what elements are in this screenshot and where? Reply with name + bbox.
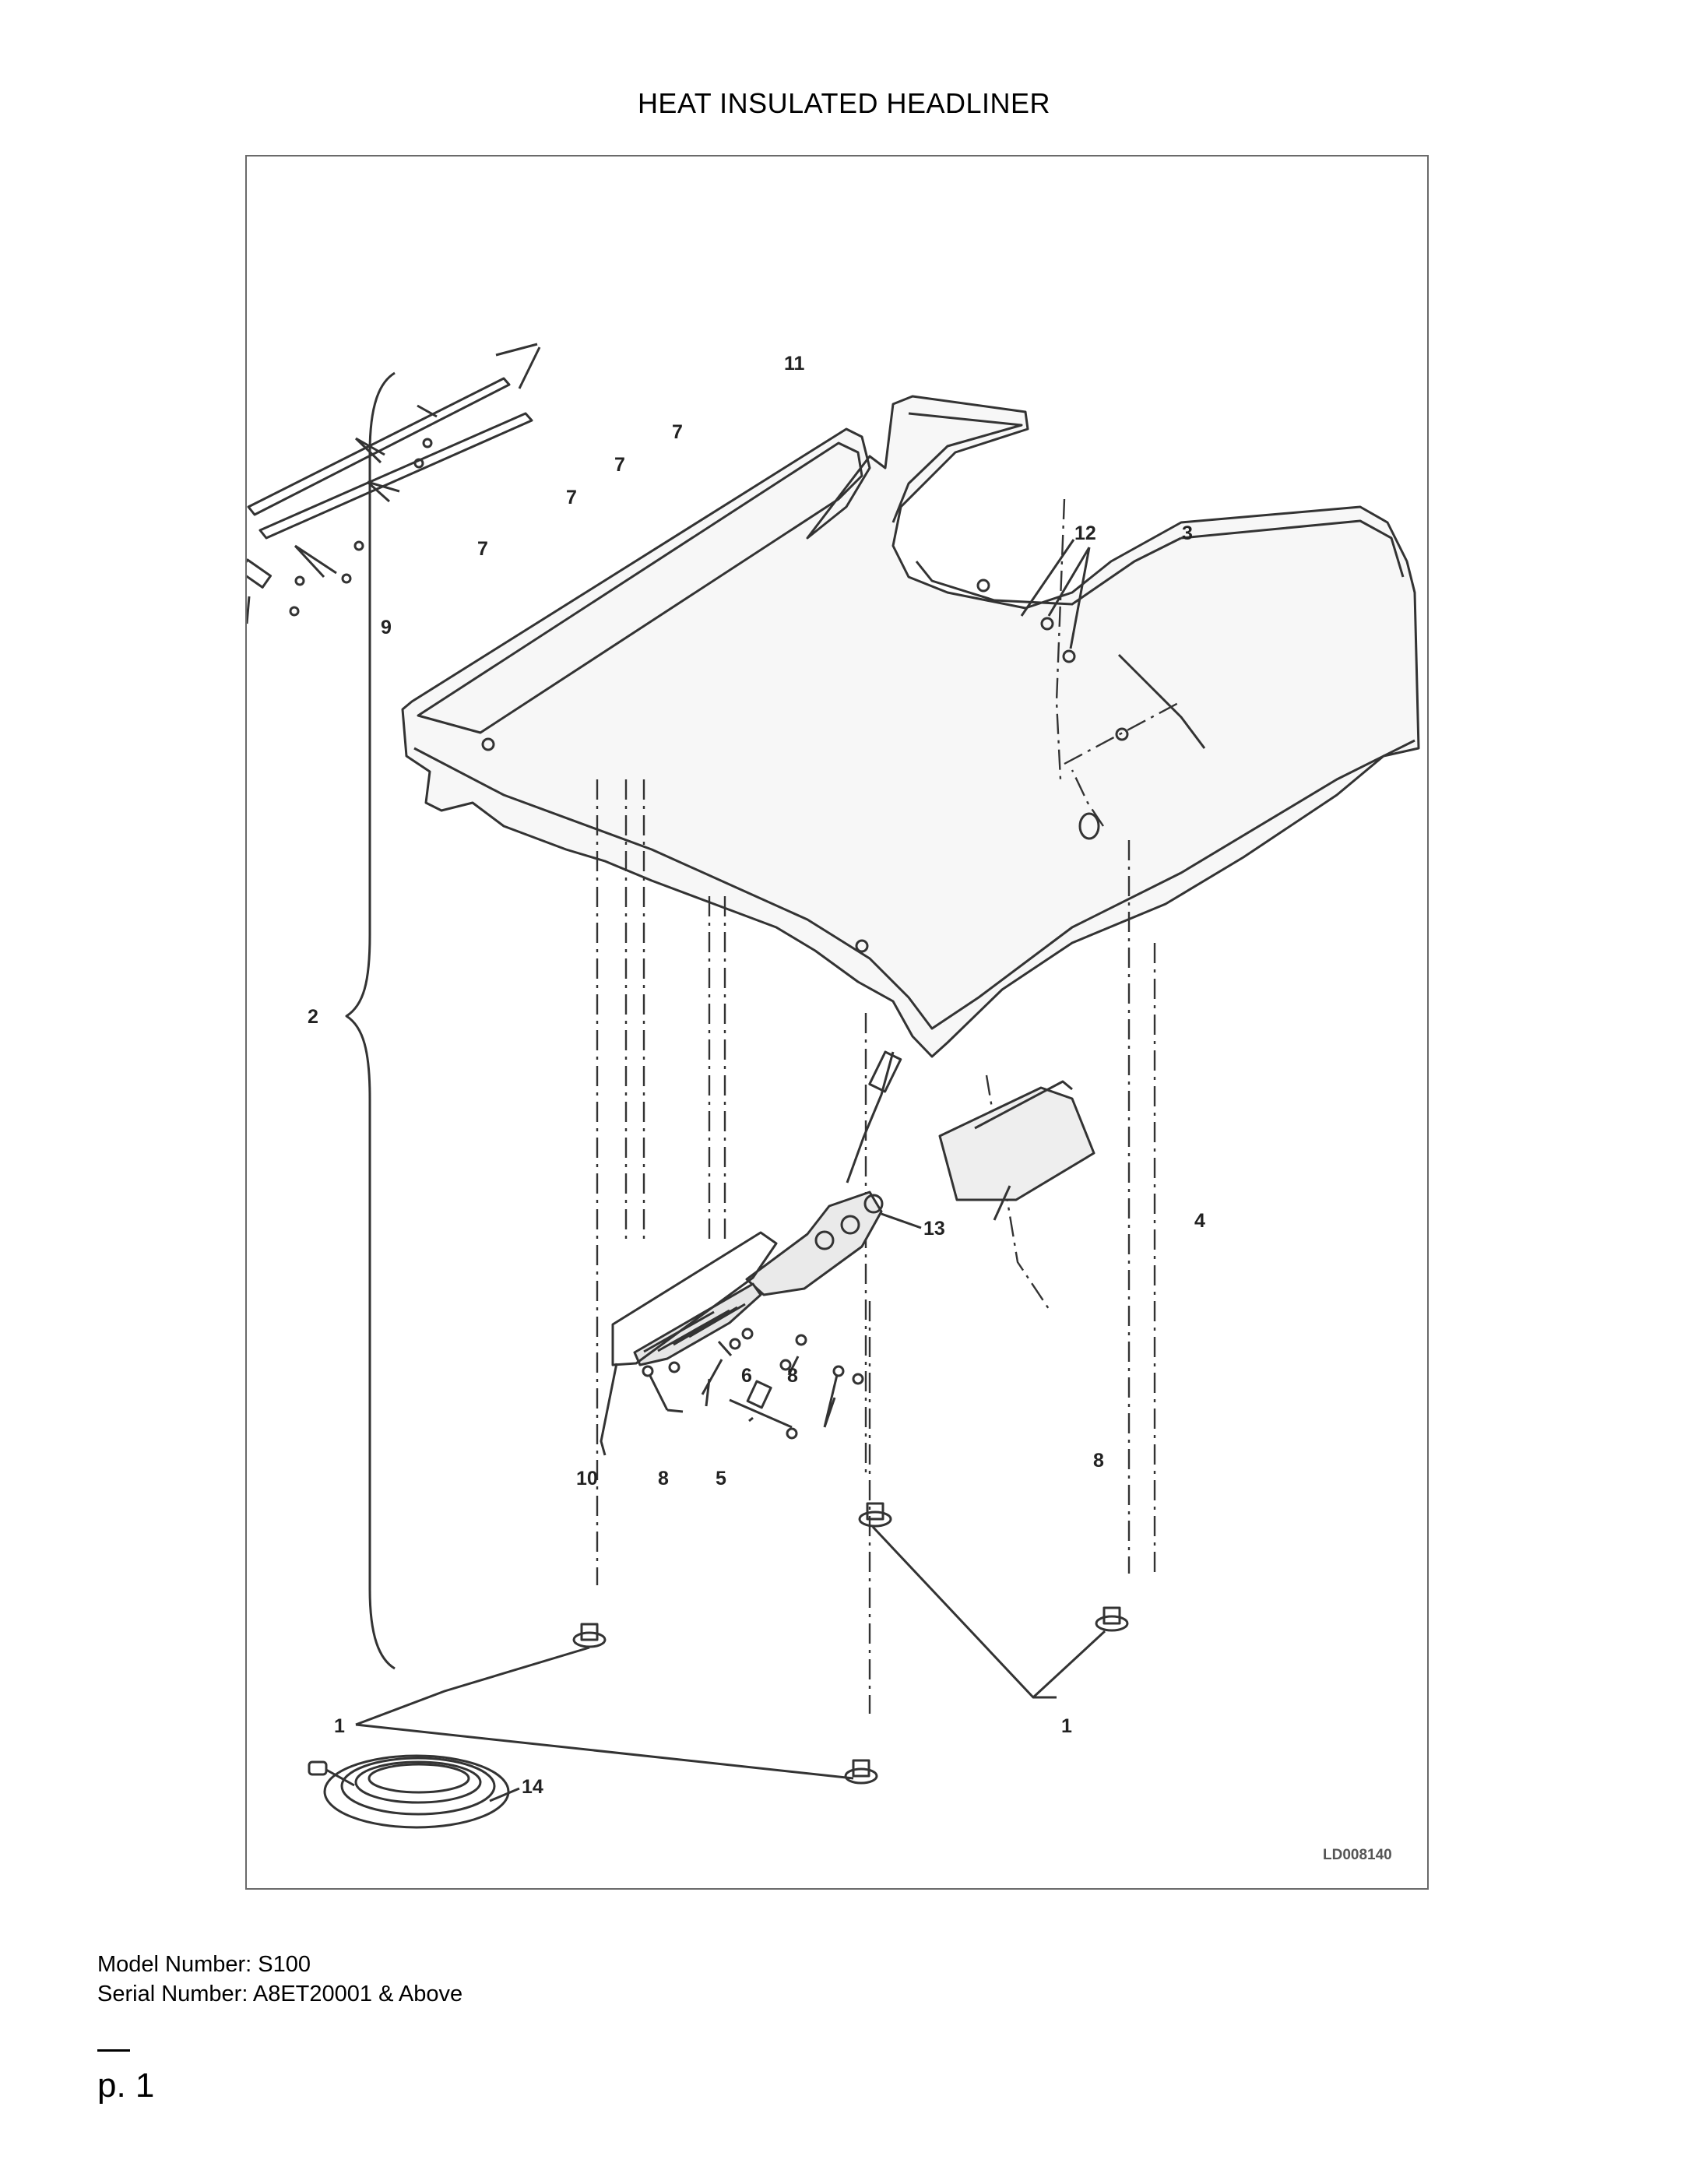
callout-5: 5: [716, 1468, 726, 1489]
callout-7b: 7: [614, 454, 625, 476]
panel-edge-right: [891, 412, 1023, 523]
vent-panel-6: [633, 1282, 762, 1366]
callout-6: 6: [741, 1365, 752, 1387]
headliner-panel: [401, 395, 1420, 1058]
callout-10: 10: [576, 1468, 598, 1489]
callout-8b: 8: [658, 1468, 669, 1489]
callout-4: 4: [1194, 1210, 1205, 1232]
callout-7d: 7: [477, 538, 488, 560]
parts-diagram-frame: 11 7 7 7 7 12 3 9 2 4 13 6 8 10 8 5 8 1 …: [245, 155, 1429, 1890]
callout-14: 14: [522, 1776, 543, 1798]
bezel-10: [611, 1231, 778, 1366]
callout-1b: 1: [1061, 1715, 1072, 1737]
page-number: p. 1: [97, 2066, 155, 2105]
callout-7a: 7: [672, 421, 683, 443]
serial-number: Serial Number: A8ET20001 & Above: [97, 1982, 463, 2006]
strip-11a: [247, 377, 511, 516]
callout-7c: 7: [566, 487, 577, 508]
dome-lamp-4: [938, 1086, 1095, 1201]
panel-edge-front: [413, 739, 1415, 1030]
callout-13: 13: [923, 1218, 945, 1240]
callout-9: 9: [381, 617, 392, 638]
headliner-exploded-diagram: 11 7 7 7 7 12 3 9 2 4 13 6 8 10 8 5 8 1 …: [247, 343, 1420, 1863]
switch-panel-13: [745, 1190, 883, 1296]
diagram-id: LD008140: [1323, 1847, 1392, 1863]
brace-2: [345, 371, 396, 1670]
model-number: Model Number: S100: [97, 1952, 311, 1977]
callout-2: 2: [308, 1006, 318, 1028]
coiled-seal-14: [308, 1754, 520, 1829]
page-title: HEAT INSULATED HEADLINER: [637, 87, 1051, 119]
callout-8c: 8: [1093, 1450, 1104, 1472]
panel-edge-left: [417, 441, 863, 734]
model-info: Model Number: S100 Serial Number: A8ET20…: [97, 1950, 462, 2009]
fasteners-1: [572, 1502, 1129, 1785]
callout-3: 3: [1182, 522, 1193, 544]
button-5: [746, 1380, 772, 1409]
strip-11b: [258, 412, 533, 540]
page-divider: [97, 2049, 130, 2052]
callout-11: 11: [784, 353, 805, 375]
callout-1a: 1: [334, 1715, 345, 1737]
callout-12: 12: [1074, 522, 1096, 544]
callout-8a: 8: [787, 1365, 798, 1387]
